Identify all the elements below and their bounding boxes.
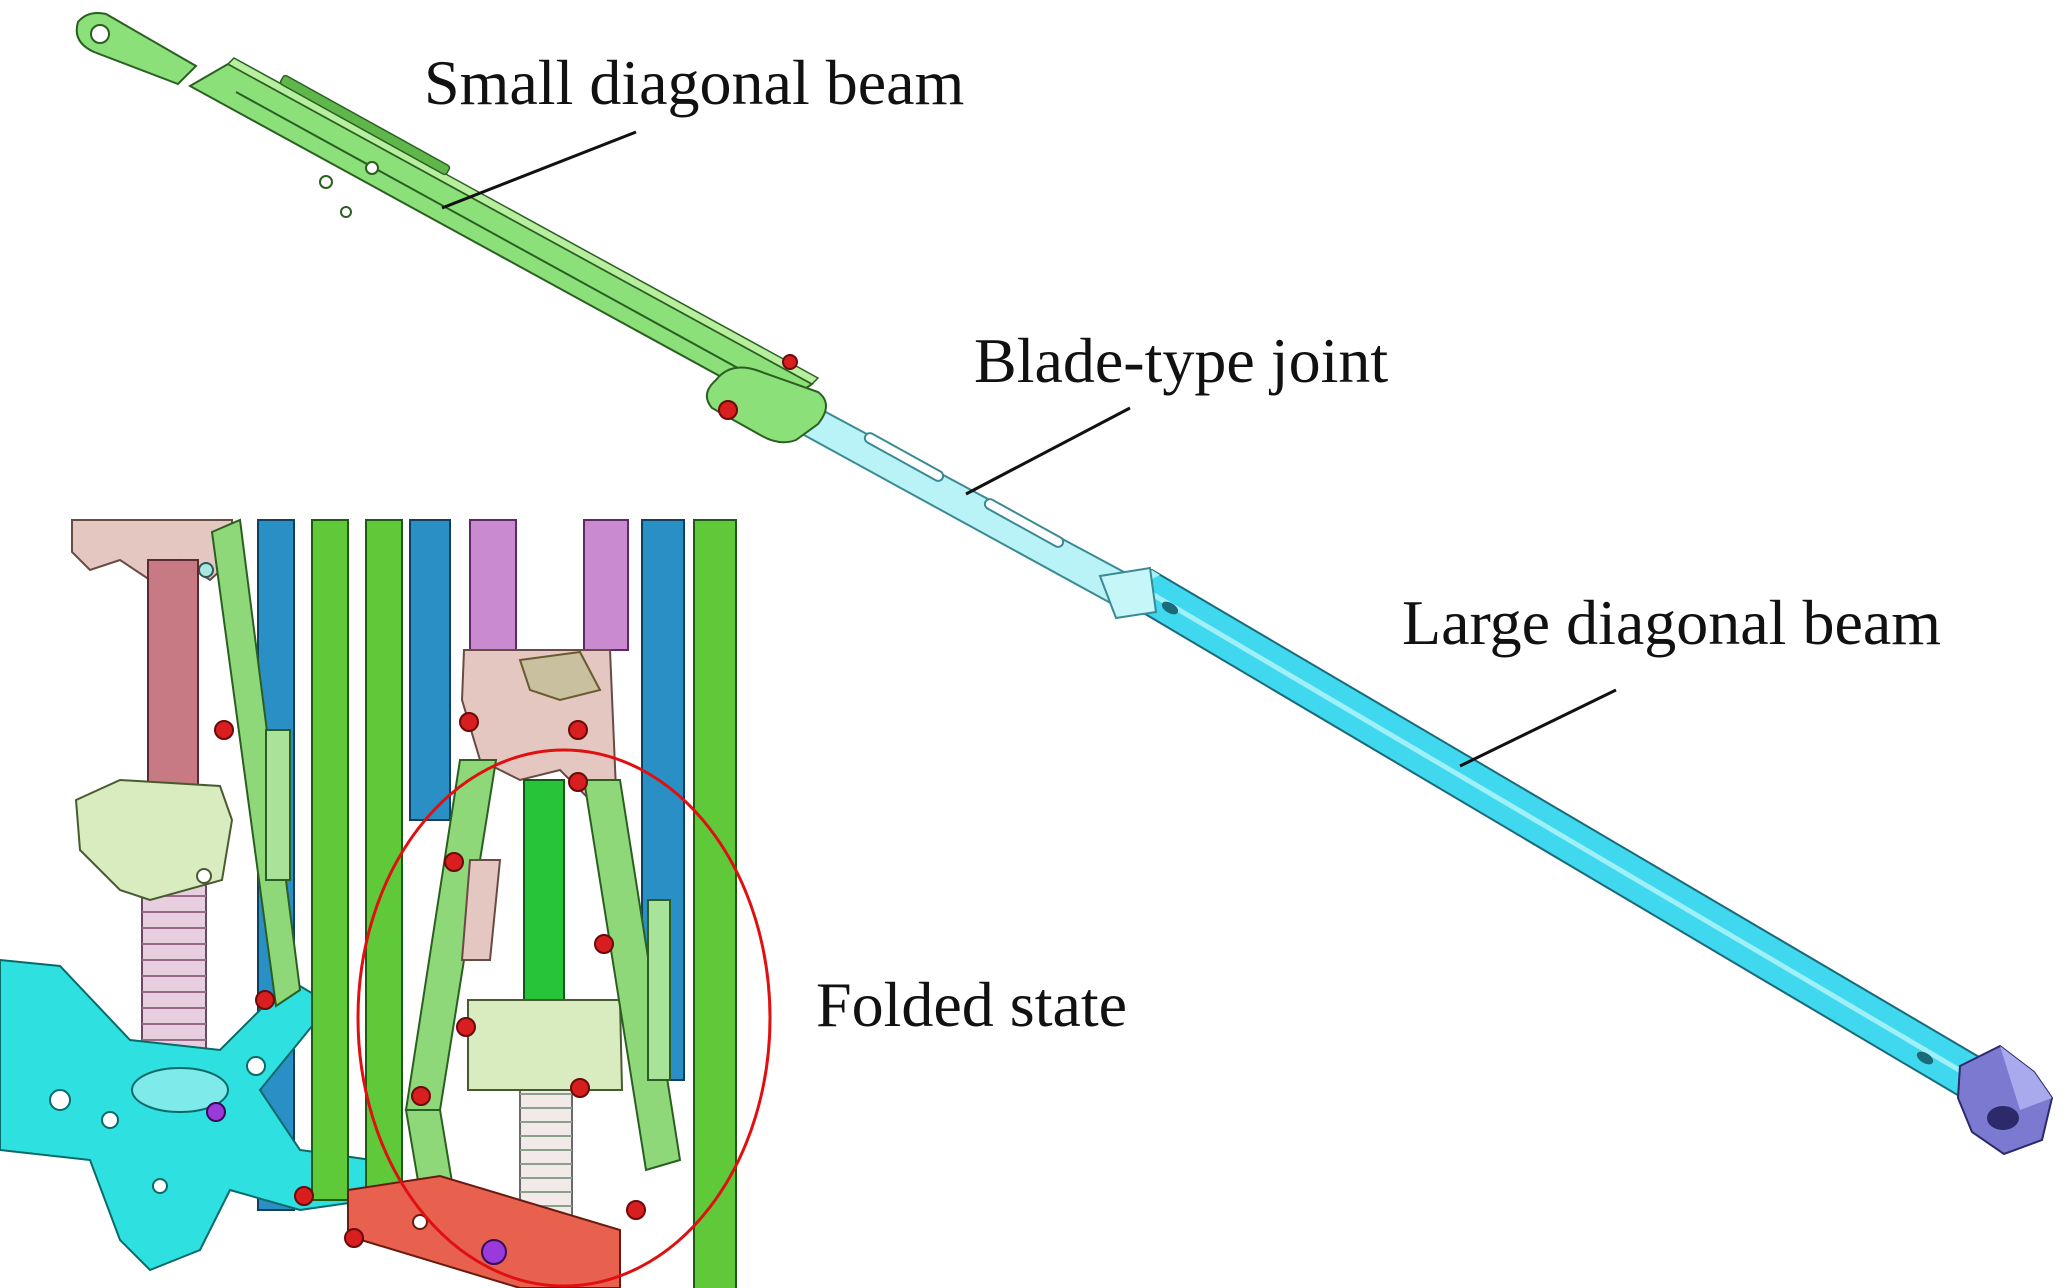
green-rod xyxy=(693,519,737,1288)
red-block xyxy=(347,1174,621,1288)
cross-clamp xyxy=(467,999,624,1091)
pin-icon xyxy=(568,772,588,792)
pin-icon xyxy=(626,1200,646,1220)
purple-rod xyxy=(469,519,517,651)
center-green-rod xyxy=(523,779,565,1001)
blue-rod xyxy=(409,519,451,821)
green-rod xyxy=(311,519,349,1201)
folded-state-view xyxy=(0,518,772,1288)
label-large-diagonal-beam: Large diagonal beam xyxy=(1402,587,1941,658)
left-clamp xyxy=(74,778,234,902)
label-small-diagonal-beam: Small diagonal beam xyxy=(424,47,964,118)
pin-icon xyxy=(214,720,234,740)
pin-icon xyxy=(594,934,614,954)
pin-icon xyxy=(570,1078,590,1098)
blade-type-joint xyxy=(759,394,1158,620)
pin-icon xyxy=(568,720,588,740)
pins xyxy=(214,712,646,1248)
diagonal-beam-assembly xyxy=(75,12,2054,1156)
pin-icon xyxy=(411,1086,431,1106)
folded-link-right xyxy=(582,779,682,1172)
folded-state-highlight xyxy=(356,748,772,1288)
label-folded-state: Folded state xyxy=(816,969,1127,1040)
pin-icon xyxy=(294,1186,314,1206)
left-folding-link xyxy=(210,518,302,1008)
pin-icon xyxy=(459,712,479,732)
leader-blade-joint xyxy=(965,406,1131,496)
pin-icon xyxy=(456,1017,476,1037)
bolt-icon xyxy=(481,1239,507,1265)
pin-icon xyxy=(718,400,738,420)
pink-tube xyxy=(147,559,199,791)
pin-icon xyxy=(444,852,464,872)
cyan-hub xyxy=(0,958,374,1272)
label-blade-type-joint: Blade-type joint xyxy=(974,325,1388,396)
pin-icon xyxy=(782,354,798,370)
end-fitting xyxy=(1956,1044,2054,1156)
leader-small-beam xyxy=(441,130,637,210)
small-diagonal-beam xyxy=(75,12,827,444)
leader-lines xyxy=(441,130,1617,768)
leader-large-beam xyxy=(1459,688,1617,768)
purple-rod xyxy=(583,519,629,651)
bolt-icon xyxy=(206,1102,226,1122)
pin-icon xyxy=(255,990,275,1010)
pin-icon xyxy=(344,1228,364,1248)
